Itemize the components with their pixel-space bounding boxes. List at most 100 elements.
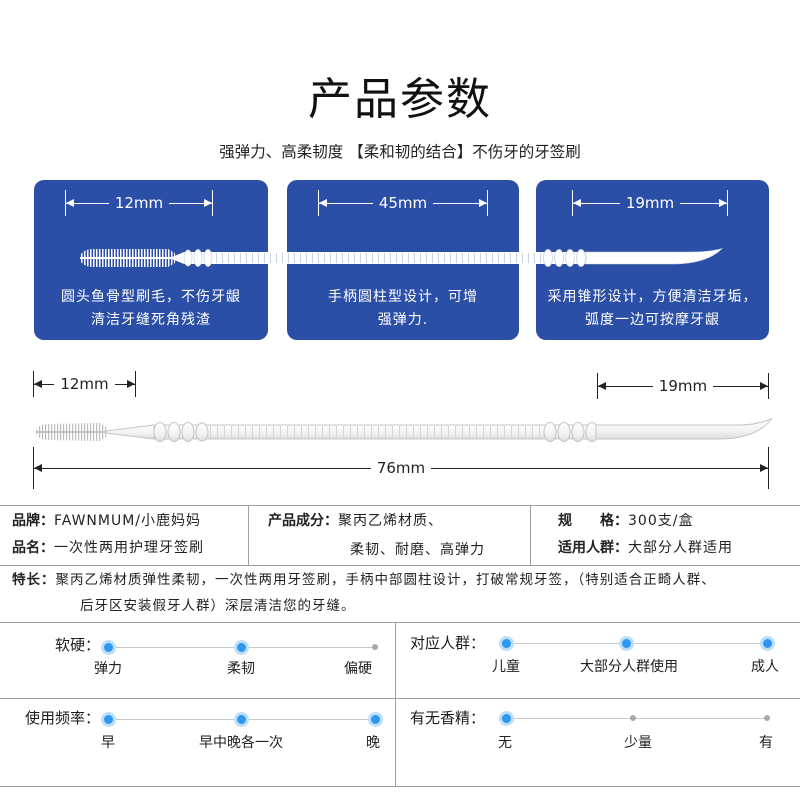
spec-label: 品名： [12, 540, 54, 556]
card-description-line: 手柄圆柱型设计，可增 [328, 289, 478, 305]
spec-label: 产品成分： [268, 513, 338, 529]
card-description: 手柄圆柱型设计，可增 强弹力. [287, 286, 519, 332]
page-title: 产品参数 [308, 74, 492, 125]
rating-option-label: 晚 [366, 735, 380, 751]
spec-material: 产品成分：聚丙乙烯材质、 [268, 512, 443, 530]
card-description-line: 采用锥形设计，方便清洁牙垢， [547, 289, 758, 305]
card-description: 采用锥形设计，方便清洁牙垢， 弧度一边可按摩牙龈 [536, 286, 769, 332]
rating-option-label: 早 [101, 735, 115, 751]
feature-text-line: 后牙区安装假牙人群）深层清洁您的牙缝。 [80, 598, 356, 614]
rating-dot [103, 642, 113, 652]
rating-track [506, 718, 767, 719]
dimension-label: 76mm [376, 459, 426, 477]
table-rule [0, 505, 800, 506]
card-description-line: 强弹力. [377, 312, 429, 328]
dimension-arrow-right [114, 379, 136, 388]
dimension-arrow-right [431, 463, 768, 472]
card-description-line: 圆头鱼骨型刷毛，不伤牙龈 [61, 289, 241, 305]
spec-audience: 适用人群：大部分人群适用 [558, 539, 733, 557]
spec-brand: 品牌：FAWNMUM/小鹿妈妈 [12, 512, 201, 530]
brush-head [36, 423, 155, 441]
table-rule [0, 786, 800, 787]
dimension-marker-handle: 45mm [318, 190, 488, 216]
rating-option-label: 无 [498, 735, 512, 751]
rating-dot [764, 715, 770, 721]
dimension-arrow-right [433, 198, 487, 207]
dimension-arrow-left [319, 198, 373, 207]
dimension-arrow-right [713, 381, 768, 390]
card-description-line: 清洁牙缝死角残渣 [91, 312, 211, 328]
dimension-marker-tip-length: 19mm [597, 373, 769, 399]
table-rule [0, 565, 800, 566]
spec-value: 柔韧、耐磨、高弹力 [350, 542, 485, 558]
rating-dot [236, 642, 246, 652]
spec-value: 一次性两用护理牙签刷 [54, 540, 204, 556]
toothpick-illustration-full [36, 418, 773, 442]
rating-option-label: 大部分人群使用 [580, 659, 678, 675]
dimension-marker-head-length: 12mm [33, 371, 136, 397]
spec-label: 适用人群： [558, 540, 628, 556]
rating-track [506, 643, 767, 644]
dimension-marker-tip: 19mm [572, 190, 728, 216]
card-description: 圆头鱼骨型刷毛，不伤牙龈 清洁牙缝死角残渣 [34, 286, 268, 332]
rating-dot [621, 638, 631, 648]
rating-dot [501, 638, 511, 648]
table-divider [395, 622, 396, 786]
spec-product-name: 品名：一次性两用护理牙签刷 [12, 539, 204, 557]
rating-option-label: 早中晚各一次 [199, 735, 283, 751]
spec-value: 300支/盒 [628, 513, 694, 529]
dimension-label: 19mm [625, 194, 675, 212]
rating-label-hardness: 软硬： [54, 636, 100, 654]
card-description-line: 弧度一边可按摩牙龈 [585, 312, 720, 328]
feature-text-line: 聚丙乙烯材质弹性柔韧，一次性两用牙签刷，手柄中部圆柱设计，打破常规牙签，（特别适… [55, 572, 716, 588]
dimension-arrow-left [66, 198, 109, 207]
handle-rings [153, 422, 599, 442]
dimension-label: 19mm [658, 377, 708, 395]
dimension-label: 12mm [114, 194, 164, 212]
spec-material-continued: 柔韧、耐磨、高弹力 [350, 541, 485, 559]
rating-dot [236, 714, 246, 724]
spec-size: 规 格：300支/盒 [558, 512, 693, 530]
rating-dot [370, 714, 380, 724]
feature-label: 特长： [12, 572, 56, 588]
table-divider [248, 505, 249, 565]
rating-label-frequency: 使用频率： [24, 709, 100, 727]
tapered-tip [585, 247, 724, 265]
rating-option-label: 儿童 [492, 659, 520, 675]
dimension-arrow-left [34, 463, 371, 472]
rating-dot [762, 638, 772, 648]
dimension-label: 45mm [378, 194, 428, 212]
feature-description-continued: 后牙区安装假牙人群）深层清洁您的牙缝。 [80, 597, 356, 615]
spec-value: 聚丙乙烯材质、 [338, 513, 443, 529]
table-divider [530, 505, 531, 565]
handle-rings [183, 249, 586, 267]
dimension-arrow-left [34, 379, 55, 388]
rating-label-audience: 对应人群： [410, 634, 486, 652]
dimension-marker-total-length: 76mm [33, 447, 769, 489]
rating-option-label: 成人 [751, 659, 779, 675]
handle-shaft [153, 424, 595, 440]
rating-option-label: 偏硬 [344, 661, 372, 677]
dimension-label: 12mm [60, 375, 109, 393]
tapered-tip [595, 418, 773, 440]
spec-value: FAWNMUM/小鹿妈妈 [54, 513, 202, 529]
rating-dot [630, 715, 636, 721]
rating-dot [103, 714, 113, 724]
dimension-arrow-right [680, 198, 727, 207]
dimension-arrow-left [573, 198, 620, 207]
rating-option-label: 有 [759, 735, 773, 751]
rating-label-fragrance: 有无香精： [410, 709, 486, 727]
handle-shaft [184, 252, 588, 264]
spec-label: 品牌： [12, 513, 54, 529]
table-rule [0, 622, 800, 623]
rating-option-label: 柔韧 [227, 661, 255, 677]
rating-dot [501, 713, 511, 723]
page-subtitle: 强弹力、高柔韧度 【柔和韧的结合】不伤牙的牙签刷 [219, 143, 581, 161]
toothpick-illustration-cards [80, 247, 724, 267]
spec-value: 大部分人群适用 [628, 540, 733, 556]
brush-head [80, 249, 186, 267]
rating-option-label: 弹力 [94, 661, 122, 677]
rating-option-label: 少量 [624, 735, 652, 751]
table-rule [0, 698, 800, 699]
